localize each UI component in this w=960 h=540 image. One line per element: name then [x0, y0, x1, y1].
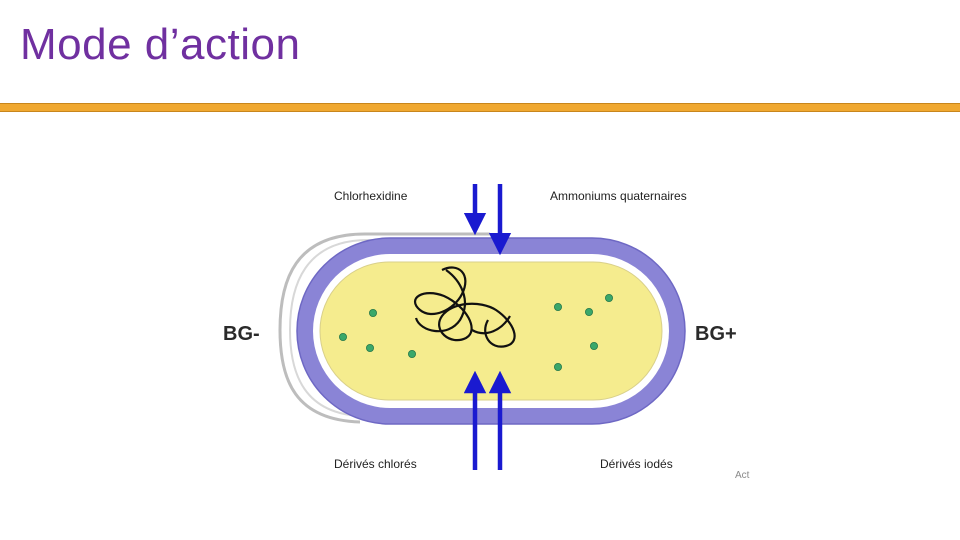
label-ammoniums-quaternaires: Ammoniums quaternaires — [550, 189, 687, 203]
cytoplasm-particles — [338, 294, 613, 371]
label-chlorhexidine: Chlorhexidine — [334, 189, 408, 203]
particle — [584, 307, 593, 316]
outer-membrane — [278, 232, 490, 424]
outer-membrane-inner — [288, 239, 490, 417]
cropped-text-fragment: Act — [735, 470, 750, 481]
particle — [553, 302, 562, 311]
label-gram-negative: BG- — [223, 323, 260, 345]
slide-title: Mode d’action — [20, 20, 301, 69]
particle — [553, 362, 562, 371]
particle — [407, 349, 416, 358]
title-divider — [0, 103, 960, 112]
particle — [368, 308, 377, 317]
bacterium-diagram: Chlorhexidine Ammoniums quaternaires Dér… — [210, 170, 770, 490]
dna-strand — [413, 266, 516, 348]
particle — [604, 294, 613, 303]
label-derives-iodes: Dérivés iodés — [600, 457, 673, 471]
label-derives-chlores: Dérivés chlorés — [334, 457, 417, 471]
bacterium-illustration — [278, 184, 686, 470]
particle — [365, 343, 374, 352]
particle — [589, 341, 598, 350]
label-gram-positive: BG+ — [695, 323, 737, 345]
particle — [338, 332, 347, 341]
